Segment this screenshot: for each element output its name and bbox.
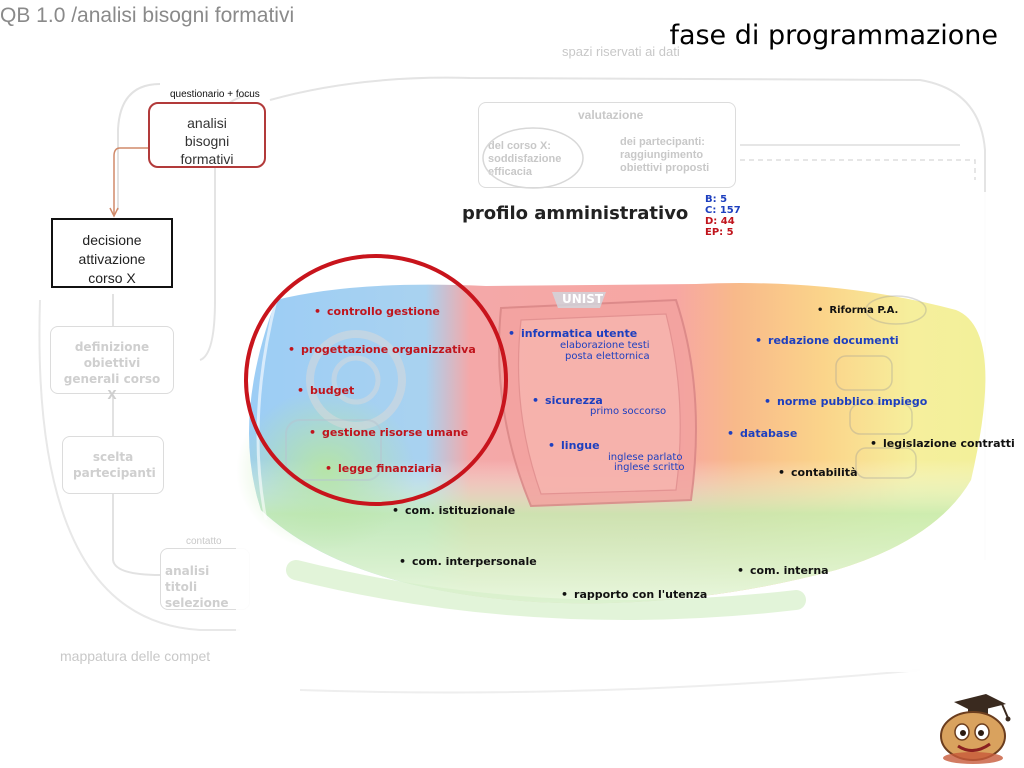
- item-com-interpersonale[interactable]: •com. interpersonale: [399, 555, 537, 568]
- analisi-selezione-box: analisi titoli selezione: [160, 548, 250, 610]
- analisi-bisogni-box[interactable]: analisi bisogni formativi: [148, 102, 266, 168]
- valutazione-ellipse: [482, 127, 584, 189]
- item-informatica-utente[interactable]: •informatica utente: [508, 327, 638, 340]
- item-lingue[interactable]: •lingue: [548, 439, 600, 452]
- item-sicurezza[interactable]: •sicurezza: [532, 394, 603, 407]
- highlight-circle: [244, 254, 508, 506]
- scelta-partecipanti-box: scelta partecipanti: [62, 436, 164, 494]
- item-riforma-pa[interactable]: •Riforma P.A.: [817, 305, 899, 316]
- decisione-attivazione-box[interactable]: decisione attivazione corso X: [51, 218, 173, 288]
- device-illustration: [236, 283, 986, 620]
- item-progettazione-organizzativa[interactable]: •progettazione organizzativa: [288, 343, 476, 356]
- item-com-interna[interactable]: •com. interna: [737, 564, 829, 577]
- item-rapporto-utenza[interactable]: •rapporto con l'utenza: [561, 588, 708, 601]
- lingue-sub-2: inglese scritto: [614, 462, 685, 473]
- item-controllo-gestione[interactable]: •controllo gestione: [314, 305, 440, 318]
- lingue-sub-1: inglese parlato: [608, 452, 683, 463]
- item-redazione-documenti[interactable]: •redazione documenti: [755, 334, 899, 347]
- definizione-obiettivi-box: definizione obiettivi generali corso X: [50, 326, 174, 402]
- sicurezza-sub: primo soccorso: [590, 406, 667, 417]
- item-database[interactable]: •database: [727, 427, 798, 440]
- item-contabilita[interactable]: •contabilità: [778, 466, 858, 479]
- item-legislazione-contratti[interactable]: •legislazione contratti: [870, 437, 1015, 450]
- analisi-to-decisione-arrow: [109, 147, 148, 218]
- contatto-label: contatto: [186, 536, 222, 547]
- questionario-label: questionario + focus: [170, 89, 260, 100]
- item-norme-pubblico-impiego[interactable]: •norme pubblico impiego: [764, 395, 928, 408]
- stat-d: D: 44: [705, 216, 735, 227]
- valutazione-right-text: dei partecipanti: raggiungimento obietti…: [620, 136, 710, 174]
- phase-title: fase di programmazione: [669, 20, 998, 51]
- stat-c: C: 157: [705, 205, 741, 216]
- mappatura-label: mappatura delle compet: [60, 648, 211, 664]
- stat-ep: EP: 5: [705, 227, 734, 238]
- profile-title: profilo amministrativo: [462, 203, 689, 224]
- brand-label: UNIST: [562, 292, 604, 306]
- faded-top-label: spazi riservati ai dati: [562, 44, 680, 59]
- slide-title: QB 1.0 /analisi bisogni formativi: [0, 4, 295, 27]
- item-budget[interactable]: •budget: [297, 384, 355, 397]
- item-legge-finanziaria[interactable]: •legge finanziaria: [325, 462, 442, 475]
- item-com-istituzionale[interactable]: •com. istituzionale: [392, 504, 516, 517]
- informatica-sub-1: elaborazione testi: [560, 340, 650, 351]
- valutazione-left-text: del corso X: soddisfazione efficacia: [488, 140, 562, 178]
- informatica-sub-2: posta elettornica: [565, 351, 650, 362]
- item-gestione-risorse-umane[interactable]: •gestione risorse umane: [309, 426, 469, 439]
- profile-stats: B: 5 C: 157 D: 44 EP: 5: [705, 194, 741, 238]
- valutazione-box: [478, 102, 736, 188]
- stat-b: B: 5: [705, 194, 728, 205]
- mascot-logo-icon: [940, 694, 1011, 764]
- valutazione-label: valutazione: [578, 108, 644, 122]
